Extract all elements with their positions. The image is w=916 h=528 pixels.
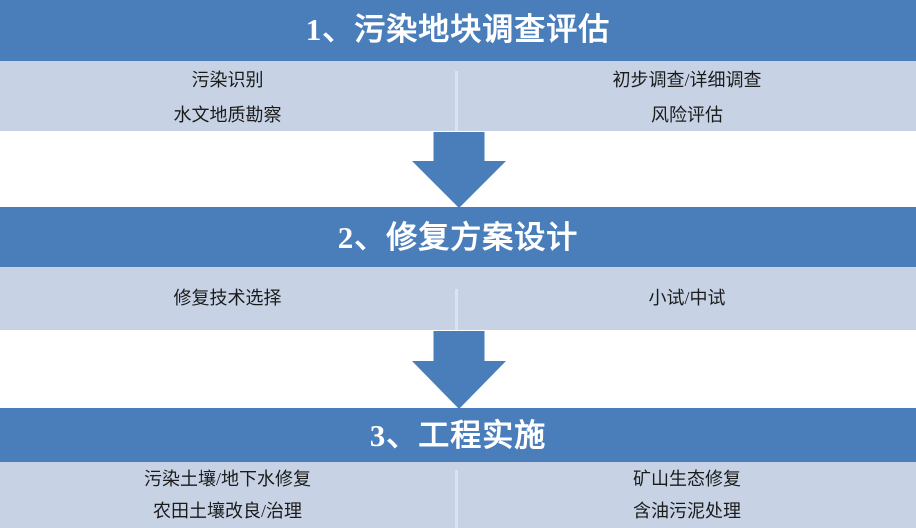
stage-2-header: 2、修复方案设计: [0, 207, 916, 267]
stage-2-left-item-1: 修复技术选择: [173, 288, 282, 308]
stage-1-right-item-1: 初步调查/详细调查: [612, 70, 762, 90]
stage-3-column-left: 污染土壤/地下水修复 农田土壤改良/治理: [0, 470, 458, 528]
stage-2-column-left: 修复技术选择: [0, 289, 458, 330]
stage-3-header: 3、工程实施: [0, 408, 916, 462]
stage-1-left-item-2: 水文地质勘察: [173, 104, 282, 125]
stage-3-left-item-2: 农田土壤改良/治理: [152, 500, 302, 521]
stage-1-body: 污染识别 水文地质勘察 初步调查/详细调查 风险评估: [0, 61, 916, 131]
stage-3-body: 污染土壤/地下水修复 农田土壤改良/治理 矿山生态修复 含油污泥处理: [0, 462, 916, 528]
stage-2-title: 2、修复方案设计: [337, 219, 579, 255]
down-arrow-icon: [412, 331, 506, 409]
stage-3-right-item-1: 矿山生态修复: [633, 469, 741, 489]
stage-1-header: 1、污染地块调查评估: [0, 0, 916, 61]
stage-1-title: 1、污染地块调查评估: [305, 12, 611, 47]
stage-2-body: 修复技术选择 小试/中试: [0, 267, 916, 330]
stage-3-right-item-2: 含油污泥处理: [633, 500, 741, 521]
stage-1-column-right: 初步调查/详细调查 风险评估: [458, 71, 916, 131]
stage-1-column-left: 污染识别 水文地质勘察: [0, 71, 458, 131]
stage-2-column-right: 小试/中试: [458, 289, 916, 330]
stage-2-right-item-1: 小试/中试: [648, 288, 726, 308]
stage-1-left-item-1: 污染识别: [191, 70, 264, 90]
down-arrow-icon: [412, 132, 506, 208]
stage-3-left-item-1: 污染土壤/地下水修复: [143, 469, 311, 489]
stage-3-title: 3、工程实施: [369, 417, 547, 453]
stage-1-right-item-2: 风险评估: [651, 104, 723, 125]
stage-3-column-right: 矿山生态修复 含油污泥处理: [458, 470, 916, 528]
